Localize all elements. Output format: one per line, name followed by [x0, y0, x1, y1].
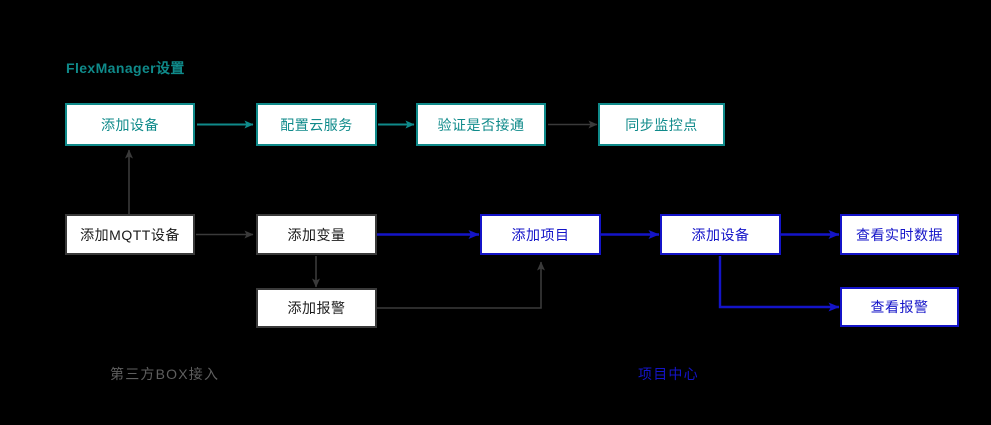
node-label: 验证是否接通	[437, 116, 525, 133]
node-label: 查看实时数据	[856, 226, 943, 243]
legend-third-party-box: 第三方BOX接入	[110, 366, 220, 382]
node-add-mqtt-device[interactable]: 添加MQTT设备	[65, 214, 195, 255]
node-add-device-pc[interactable]: 添加设备	[660, 214, 781, 255]
node-label: 添加设备	[101, 116, 159, 133]
node-verify-connect[interactable]: 验证是否接通	[416, 103, 546, 146]
legend-project-center: 项目中心	[638, 366, 699, 382]
node-label: 同步监控点	[625, 116, 698, 133]
node-config-cloud[interactable]: 配置云服务	[256, 103, 377, 146]
node-add-project[interactable]: 添加项目	[480, 214, 601, 255]
node-label: 添加项目	[511, 226, 570, 243]
node-label: 添加MQTT设备	[80, 226, 180, 243]
node-add-variable[interactable]: 添加变量	[256, 214, 377, 255]
node-label: 添加报警	[287, 300, 346, 316]
node-label: 查看报警	[870, 299, 929, 315]
node-label: 添加变量	[287, 226, 346, 243]
edge-add-alarm-to-add-project	[377, 261, 545, 309]
node-view-realtime[interactable]: 查看实时数据	[840, 214, 959, 255]
node-add-device-fm[interactable]: 添加设备	[65, 103, 195, 146]
diagram-title: FlexManager设置	[66, 60, 185, 76]
node-add-alarm[interactable]: 添加报警	[256, 288, 377, 328]
node-sync-monitor[interactable]: 同步监控点	[598, 103, 725, 146]
node-label: 添加设备	[691, 226, 750, 243]
node-view-alarm[interactable]: 查看报警	[840, 287, 959, 327]
edge-add-device-pc-to-view-alarm	[718, 256, 840, 312]
node-label: 配置云服务	[280, 116, 353, 133]
